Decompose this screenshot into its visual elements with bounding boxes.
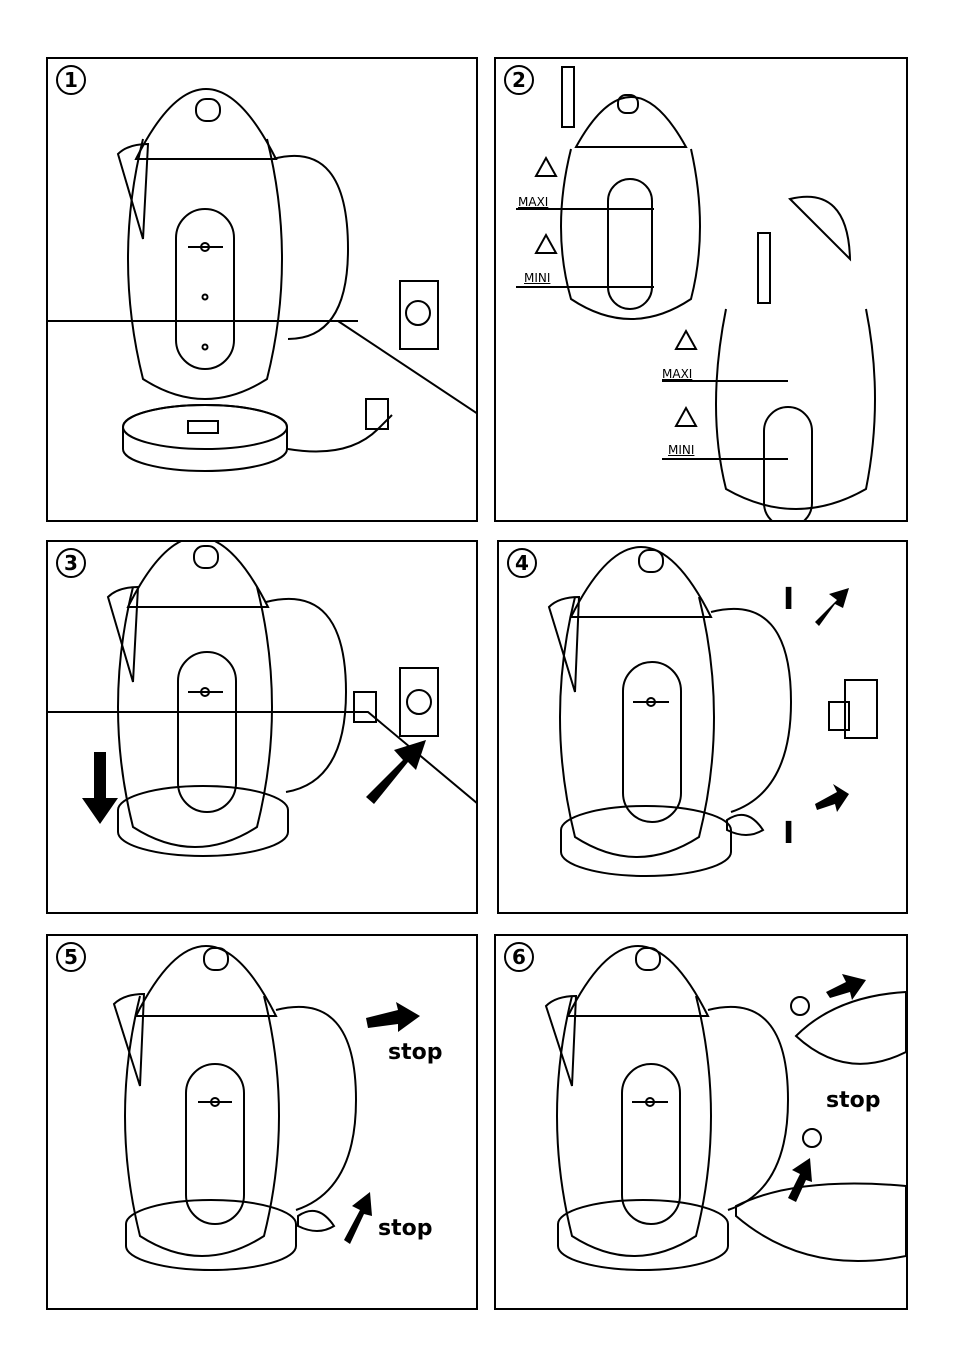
on-symbol: I [783, 582, 794, 617]
warning-triangle-icon [536, 235, 556, 253]
on-symbol: I [783, 816, 794, 851]
warning-triangle-icon [676, 331, 696, 349]
step-5-panel: 5 stop stop [46, 934, 478, 1310]
step-6-panel: 6 stop [494, 934, 908, 1310]
plug-in-illustration [48, 542, 478, 914]
water-tap-icon [758, 233, 770, 303]
arrow-icon [82, 740, 426, 824]
kettle-on-base-illustration [48, 59, 478, 522]
hand-icon [796, 992, 906, 1064]
maxi-label: MAXI [518, 195, 548, 209]
water-tap-icon [562, 67, 574, 127]
step-3-panel: 3 [46, 540, 478, 914]
step-1-panel: 1 [46, 57, 478, 522]
warning-triangle-icon [536, 158, 556, 176]
wall-socket-icon [400, 668, 438, 736]
mini-label: MINI [668, 443, 694, 457]
hand-icon [736, 1184, 906, 1262]
power-plug-icon [354, 692, 376, 722]
mini-label: MINI [524, 271, 550, 285]
stop-label: stop [826, 1088, 880, 1113]
off-circle-icon [802, 1128, 822, 1148]
arrow-icon [815, 588, 849, 812]
power-plug-icon [288, 415, 392, 452]
off-circle-icon [790, 996, 810, 1016]
kettle-filling-illustration [496, 59, 908, 522]
auto-stop-illustration [48, 936, 478, 1310]
warning-triangle-icon [676, 408, 696, 426]
stop-label: stop [378, 1216, 432, 1241]
switch-on-illustration [499, 542, 908, 914]
stop-label: stop [388, 1040, 442, 1065]
step-4-panel: 4 I I [497, 540, 908, 914]
step-2-panel: 2 MAXI MINI MAXI MINI [494, 57, 908, 522]
maxi-label: MAXI [662, 367, 692, 381]
manual-stop-illustration [496, 936, 908, 1310]
